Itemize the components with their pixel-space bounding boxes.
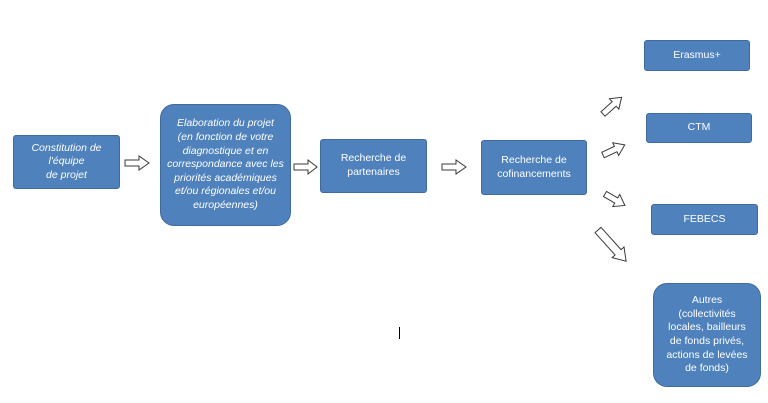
node-febecs: FEBECS (651, 204, 758, 235)
arrow-partenaires-cofinancements (441, 159, 467, 175)
text-cursor-icon (399, 327, 400, 339)
arrow-cofinancements-febecs (602, 190, 626, 208)
arrow-cofinancements-erasmus (600, 96, 623, 117)
node-recherche-partenaires: Recherche de partenaires (320, 139, 427, 193)
arrow-constitution-elaboration (124, 155, 150, 171)
node-recherche-cofinancements: Recherche de cofinancements (481, 140, 587, 195)
arrow-elaboration-partenaires (293, 158, 318, 176)
arrow-cofinancements-autres (594, 226, 627, 262)
node-autres: Autres (collectivités locales, bailleurs… (653, 283, 761, 387)
node-erasmus: Erasmus+ (644, 40, 750, 71)
arrow-cofinancements-ctm (601, 142, 626, 159)
node-ctm: CTM (646, 113, 752, 143)
node-constitution-equipe: Constitution de l'équipe de projet (13, 135, 120, 189)
node-elaboration-projet: Elaboration du projet (en fonction de vo… (160, 104, 291, 226)
